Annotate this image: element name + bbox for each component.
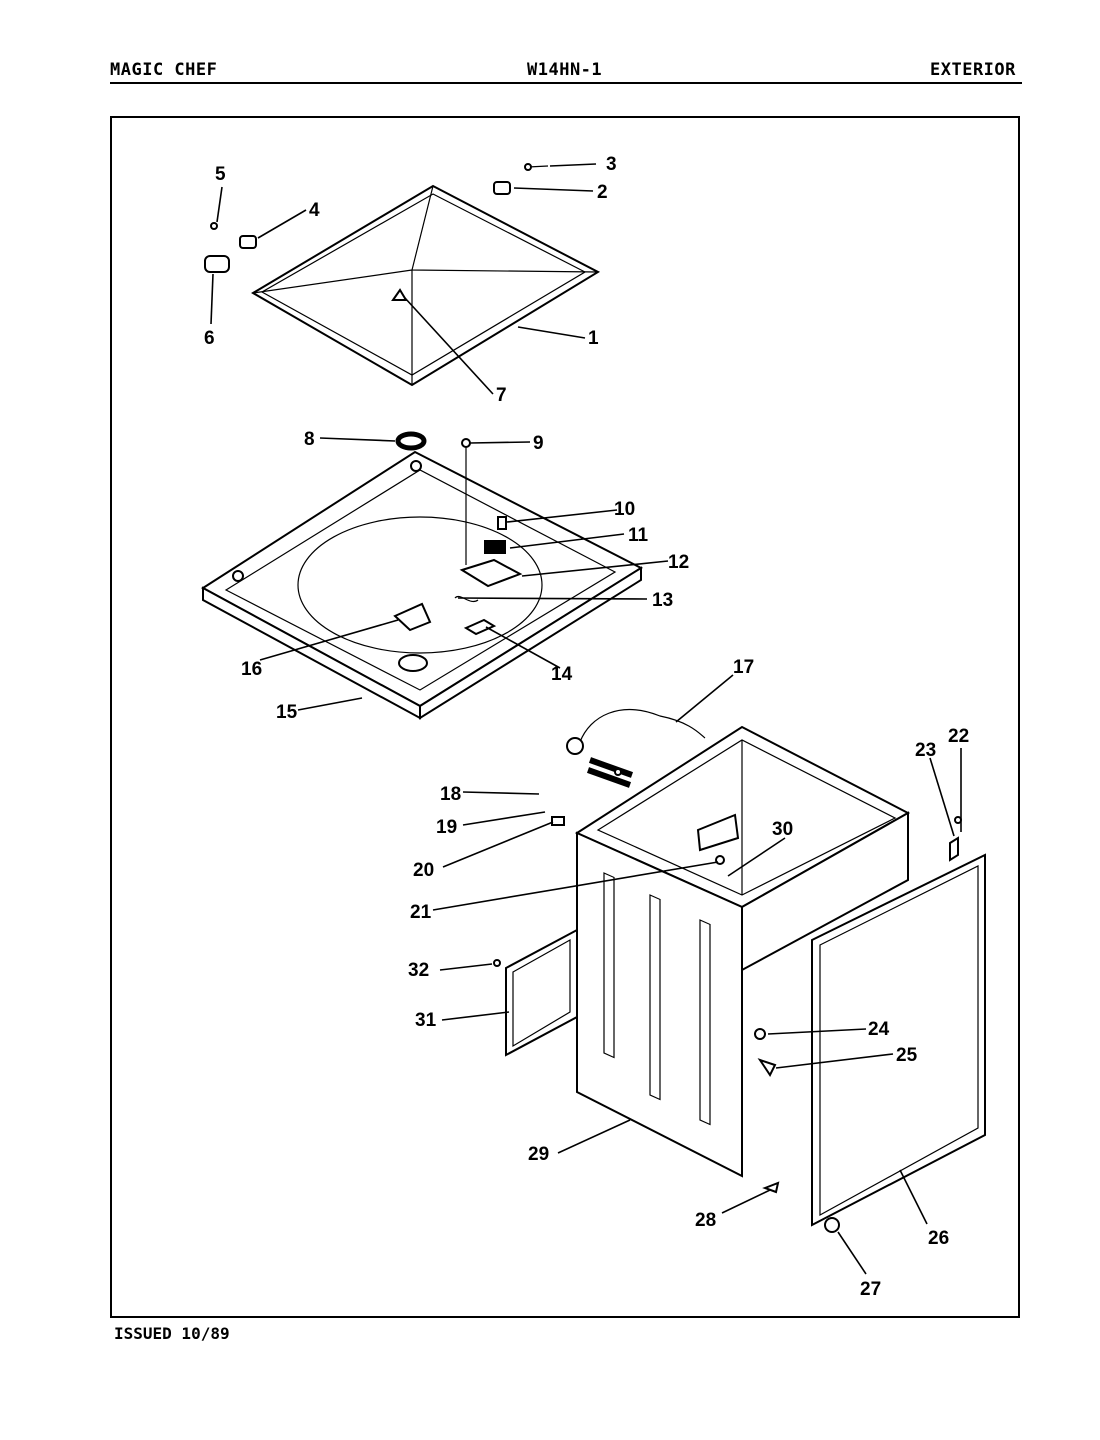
diagram-frame [110,116,1020,1318]
issued-date: ISSUED 10/89 [114,1324,230,1343]
callout-19: 19 [436,817,457,838]
callout-24: 24 [868,1019,890,1040]
callout-28: 28 [695,1210,716,1231]
callout-27: 27 [860,1279,881,1300]
callout-26: 26 [928,1228,949,1249]
callout-15: 15 [276,702,298,723]
lid-switch-assembly [454,438,523,636]
callout-18: 18 [440,784,461,805]
callout-4: 4 [309,200,320,221]
section-title: EXTERIOR [930,60,1016,80]
callout-25: 25 [896,1045,918,1066]
callout-13: 13 [652,590,673,611]
callout-20: 20 [413,860,434,881]
callout-29: 29 [528,1144,549,1165]
header-rule [110,82,1022,84]
model-number: W14HN-1 [527,60,603,80]
callout-17: 17 [733,657,754,678]
power-cord-part [566,709,706,788]
ring-gasket-part [395,431,427,451]
callout-32: 32 [408,960,429,981]
cabinet-fasteners [754,816,962,1194]
leader-lines [210,163,962,1275]
cabinet-part [551,725,911,1178]
callout-14: 14 [551,664,573,685]
callout-30: 30 [772,819,793,840]
callout-10: 10 [614,499,635,520]
callout-31: 31 [415,1010,437,1031]
callout-2: 2 [597,182,608,203]
callout-5: 5 [215,164,226,185]
callout-3: 3 [606,154,617,175]
callout-21: 21 [410,902,432,923]
access-panel-part [493,928,578,1057]
callout-1: 1 [588,328,599,349]
callout-9: 9 [533,433,544,454]
callout-16: 16 [241,659,262,680]
callout-23: 23 [915,740,936,761]
brand-label: MAGIC CHEF [110,60,218,80]
callout-8: 8 [304,429,315,450]
callout-22: 22 [948,726,969,747]
top-frame-part [201,450,644,720]
side-panel-part [811,836,986,1233]
callout-6: 6 [204,328,215,349]
callout-12: 12 [668,552,689,573]
callout-labels: 1 2 3 4 5 6 7 8 9 10 11 12 13 14 15 16 1… [204,154,969,1300]
callout-11: 11 [628,525,649,546]
callout-7: 7 [496,385,507,406]
lid-hinge-parts [204,163,549,301]
lid-part [251,184,601,387]
